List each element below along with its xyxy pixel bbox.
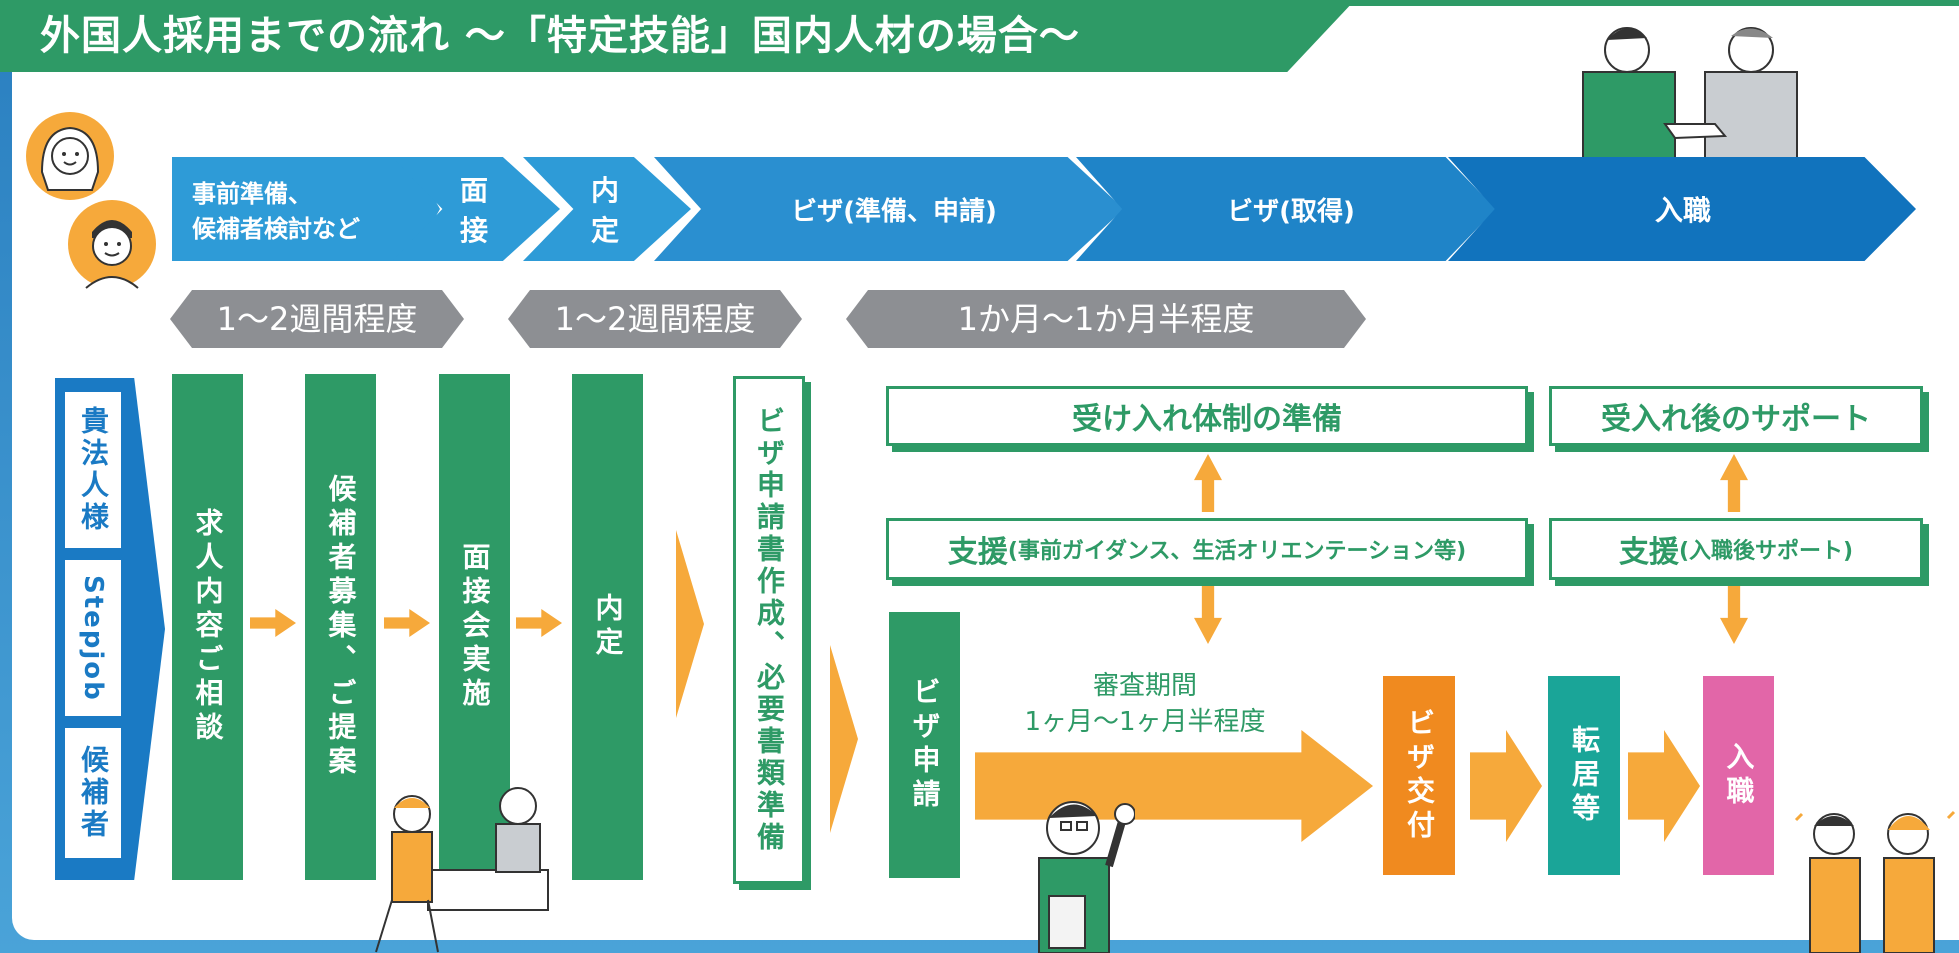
step-visa-issued: ビザ交付 <box>1383 676 1455 875</box>
step-visa-documents-text: ビザ申請書作成、必要書類準備 <box>753 406 786 854</box>
stage-prep-line2: 候補者検討など <box>192 215 360 243</box>
side-label-stepjob-text: Stepjob <box>78 574 108 702</box>
stage-offer-line2: 定 <box>590 214 619 247</box>
duration-pill-1: 1～2週間程度 <box>170 290 464 348</box>
step-relocation: 転居等 <box>1548 676 1620 875</box>
stage-prep-line1: 事前準備、 <box>192 180 312 208</box>
stage-visa-get-label: ビザ(取得) <box>1227 196 1355 227</box>
side-label-stepjob: Stepjob <box>65 560 121 716</box>
step-visa-apply: ビザ申請 <box>889 612 960 878</box>
stage-interview-line1: 面 <box>459 174 488 207</box>
step-job-consultation-text: 求人内容ご相談 <box>191 508 225 746</box>
review-period-note: 審査期間 1ヶ月～1ヶ月半程度 <box>1015 668 1275 740</box>
side-label-company: 貴法人様 <box>65 392 121 548</box>
stage-join-label: 入職 <box>1654 194 1711 227</box>
step-interview-session-text: 面接会実施 <box>458 542 492 712</box>
side-label-candidate: 候補者 <box>65 728 121 858</box>
page-title: 外国人採用までの流れ ～「特定技能」国内人材の場合～ <box>40 13 1080 59</box>
duration-pill-3: 1か月～1か月半程度 <box>846 290 1366 348</box>
step-recruit-propose: 候補者募集、ご提案 <box>305 374 376 880</box>
stage-visa-get: ビザ(取得) <box>1076 157 1496 261</box>
step-visa-documents: ビザ申請書作成、必要書類準備 <box>733 376 805 884</box>
support-pre-sub: (事前ガイダンス、生活オリエンテーション等) <box>1007 539 1467 564</box>
step-visa-apply-text: ビザ申請 <box>908 677 942 813</box>
step-joining-text: 入職 <box>1722 741 1756 810</box>
title-banner <box>0 0 1355 72</box>
box-support-pre: 支援 (事前ガイダンス、生活オリエンテーション等) <box>886 518 1528 580</box>
stage-interview-line2: 接 <box>459 214 488 247</box>
review-line-1: 審査期間 <box>1092 671 1197 701</box>
salaryman-illustration <box>1038 801 1135 953</box>
stage-offer-line1: 内 <box>590 174 619 207</box>
step-offer-text: 内定 <box>591 593 625 661</box>
step-visa-issued-text: ビザ交付 <box>1403 707 1436 844</box>
box-support-post: 支援 (入職後サポート) <box>1549 518 1923 580</box>
box-post-support: 受入れ後のサポート <box>1549 386 1923 446</box>
handshake-illustration <box>1582 27 1798 158</box>
stage-prep: 事前準備、 候補者検討など <box>172 157 440 261</box>
stage-visa-prep-label: ビザ(準備、申請) <box>791 196 997 227</box>
support-post-sub: (入職後サポート) <box>1678 539 1854 564</box>
side-label-company-text: 貴法人様 <box>77 406 110 534</box>
step-joining: 入職 <box>1703 676 1774 875</box>
workers-illustration <box>1794 810 1956 953</box>
stage-visa-prep: ビザ(準備、申請) <box>654 157 1124 261</box>
support-post-main: 支援 <box>1618 535 1679 570</box>
side-label-candidate-text: 候補者 <box>77 745 110 841</box>
woman-avatar-icon <box>26 112 114 200</box>
interview-illustration <box>375 787 549 953</box>
stage-join: 入職 <box>1448 157 1916 261</box>
review-line-2: 1ヶ月～1ヶ月半程度 <box>1024 707 1266 737</box>
top-rule <box>1340 0 1959 6</box>
man-avatar-icon <box>68 200 156 289</box>
step-job-consultation: 求人内容ご相談 <box>172 374 243 880</box>
step-offer: 内定 <box>572 374 643 880</box>
step-recruit-propose-text: 候補者募集、ご提案 <box>324 474 358 780</box>
step-relocation-text: 転居等 <box>1568 724 1601 827</box>
duration-pill-2: 1～2週間程度 <box>508 290 802 348</box>
step-interview-session: 面接会実施 <box>439 374 510 880</box>
support-pre-main: 支援 <box>947 535 1008 570</box>
box-reception-prep: 受け入れ体制の準備 <box>886 386 1528 446</box>
